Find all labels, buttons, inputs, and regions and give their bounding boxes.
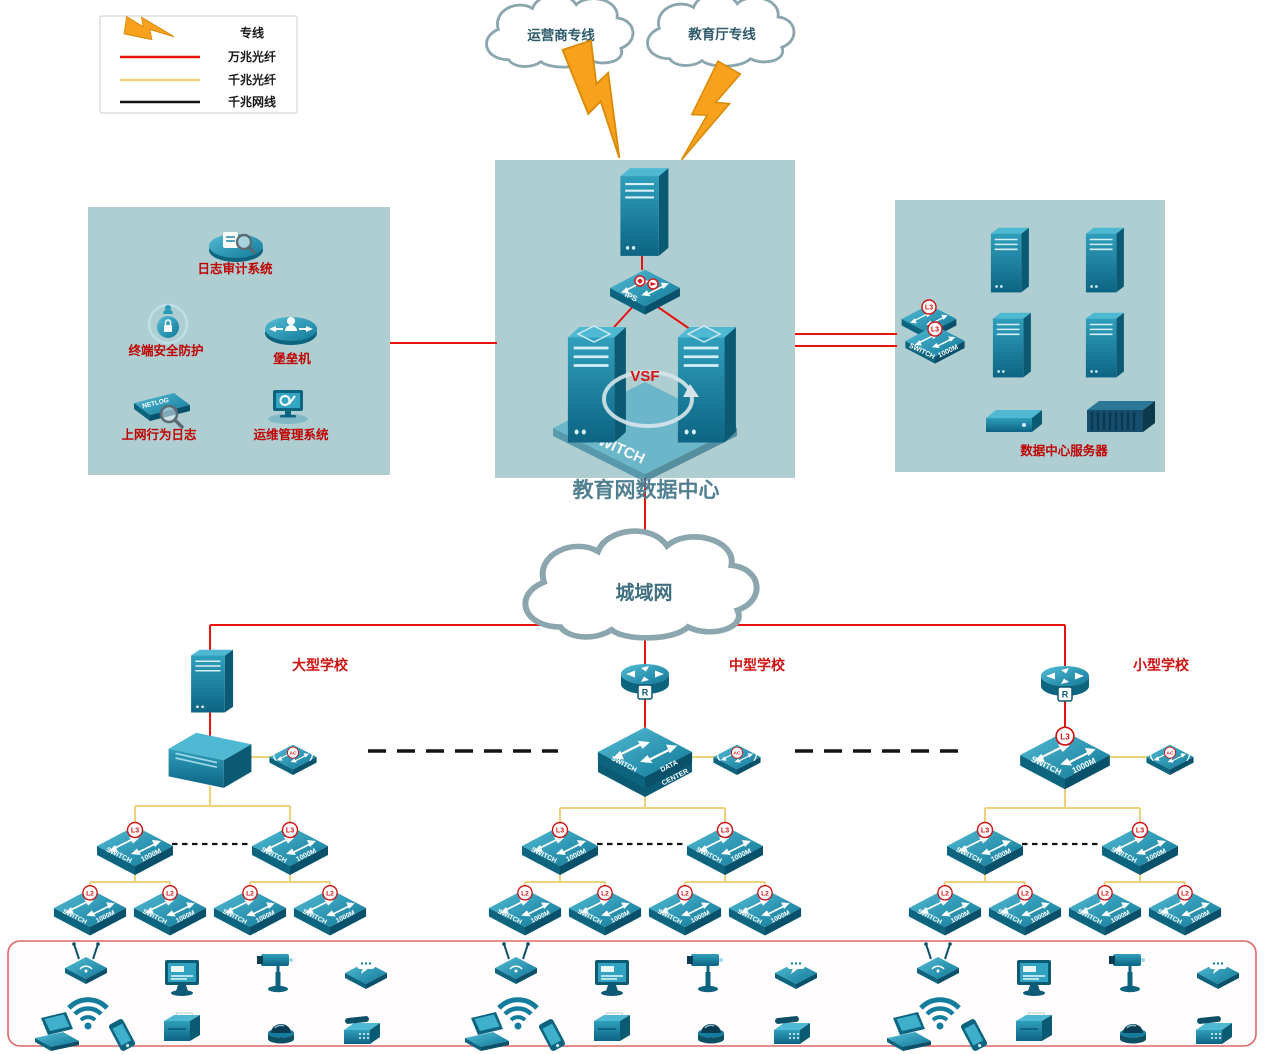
switch-l3-badge: L3 (931, 327, 939, 334)
svg-text:L2: L2 (166, 890, 174, 897)
man-cloud: 城域网 (524, 530, 758, 639)
legend-1gfiber-label: 千兆光纤 (228, 72, 276, 87)
dedicated-line-bolt-right (676, 57, 743, 170)
medium-school-router: R (621, 664, 669, 700)
carrier-cloud-label: 运营商专线 (527, 27, 595, 43)
svg-text:AC: AC (1166, 751, 1174, 757)
storage-device (986, 410, 1042, 432)
bastion-host-icon (264, 316, 318, 346)
large-school-label: 大型学校 (292, 657, 349, 673)
svg-text:AC: AC (289, 751, 297, 757)
chassis-top-badge (686, 325, 722, 343)
large-school-server (190, 648, 234, 714)
svg-text:L2: L2 (941, 890, 949, 897)
education-cloud-label: 教育厅专线 (688, 26, 756, 42)
chassis-top-badge (576, 325, 612, 343)
ac-controller: AC (268, 744, 318, 776)
svg-text:L2: L2 (761, 890, 769, 897)
svg-text:AC: AC (733, 751, 741, 757)
svg-text:L2: L2 (1181, 890, 1189, 897)
svg-text:L2: L2 (1021, 890, 1029, 897)
ac-controller: AC (712, 744, 762, 776)
internet-gateway-firewall (619, 167, 670, 257)
legend-10g-label: 万兆光纤 (227, 49, 276, 64)
core-chassis-right (676, 325, 738, 444)
svg-text:L3: L3 (721, 828, 729, 835)
svg-text:L2: L2 (246, 890, 254, 897)
legend-1gcable-label: 千兆网线 (228, 94, 276, 109)
ac-controller: AC (1145, 744, 1195, 776)
ips-device: IPS (609, 268, 681, 316)
small-school-label: 小型学校 (1133, 657, 1190, 673)
large-school-gateway (167, 731, 253, 789)
vsf-label: VSF (630, 368, 659, 385)
rack-server (1085, 399, 1157, 434)
medium-core-switch: SWITCH DATA CENTER (596, 726, 694, 797)
legend: 专线 万兆光纤 千兆光纤 千兆网线 (99, 15, 298, 114)
log-audit-label: 日志审计系统 (197, 261, 273, 276)
svg-text:L3: L3 (131, 828, 139, 835)
medium-school-label: 中型学校 (729, 657, 786, 673)
datacenter-server (1085, 311, 1125, 379)
endpoint-security-label: 终端安全防护 (128, 343, 203, 358)
svg-text:L2: L2 (681, 890, 689, 897)
svg-text:L3: L3 (981, 828, 989, 835)
svg-text:L3: L3 (286, 828, 294, 835)
svg-text:L2: L2 (601, 890, 609, 897)
datacenter-server (990, 226, 1030, 294)
svg-text:L3: L3 (1060, 732, 1070, 741)
security-zone: 日志审计系统 终端安全防护 堡垒机 NETLOG 上网行为日志 运维管理系统 (121, 230, 329, 442)
svg-text:L2: L2 (1101, 890, 1109, 897)
small-school-router: R (1041, 666, 1089, 702)
ops-management-icon (267, 389, 309, 425)
carrier-cloud: 运营商专线 (486, 0, 634, 68)
svg-text:L2: L2 (521, 890, 529, 897)
svg-text:L2: L2 (86, 890, 94, 897)
svg-text:L3: L3 (556, 828, 564, 835)
man-cloud-label: 城域网 (615, 581, 672, 604)
vsf-stack-ring (602, 370, 699, 428)
server-zone-title: 数据中心服务器 (1019, 443, 1108, 458)
svg-text:L2: L2 (326, 890, 334, 897)
datacenter-server (992, 311, 1032, 379)
datacenter-title: 教育网数据中心 (573, 478, 720, 502)
svg-text:L3: L3 (1136, 828, 1144, 835)
netlog-label: 上网行为日志 (121, 427, 197, 442)
switch-l3-badge: L3 (925, 305, 933, 312)
core-chassis-left (566, 325, 628, 444)
bastion-host-label: 堡垒机 (273, 351, 311, 366)
router-badge: R (642, 688, 649, 698)
education-cloud: 教育厅专线 (647, 0, 795, 67)
legend-dedicated-label: 专线 (240, 25, 264, 40)
datacenter-server (1085, 226, 1125, 294)
router-badge: R (1062, 690, 1069, 700)
ops-management-label: 运维管理系统 (253, 427, 329, 442)
